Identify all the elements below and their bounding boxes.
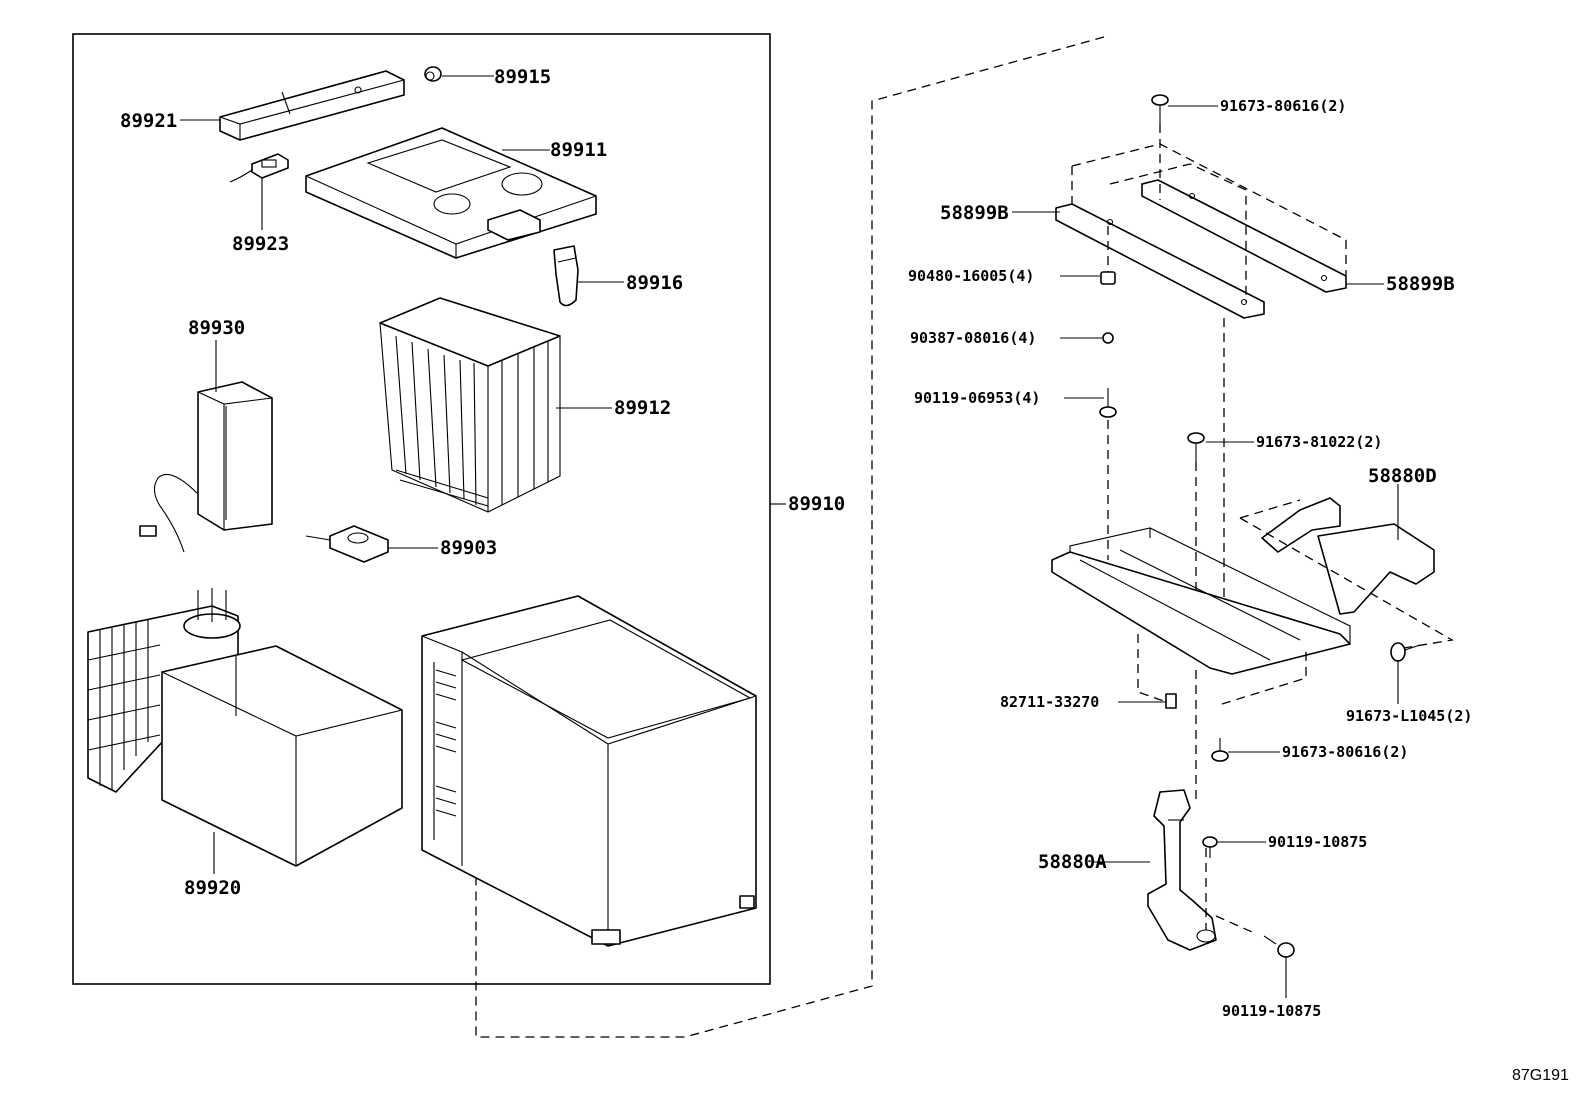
callout-58899b-right: 58899B [1386,273,1455,295]
callout-90119-10875-a: 90119-10875 [1268,833,1367,851]
callout-91673-80616-top: 91673-80616(2) [1220,97,1346,115]
bracket-right-part [1141,179,1347,293]
callout-91673-81022: 91673-81022(2) [1256,433,1382,451]
leg-bolt-part [1202,836,1218,858]
plug-cap-part [424,66,442,82]
control-unit-part [139,381,273,553]
kit-connection-dashed-line [475,36,1105,1038]
callout-58899b-left: 58899B [940,202,1009,224]
callout-82711-33270: 82711-33270 [1000,693,1099,711]
kit-boundary-box [72,33,771,985]
lower-bolt-part [1211,738,1229,762]
callout-90480-16005: 90480-16005(4) [908,267,1034,285]
bracket-outline-dashed-3 [1109,163,1247,302]
callout-90387-08016: 90387-08016(4) [910,329,1036,347]
callout-58880a: 58880A [1038,851,1107,873]
diagram-code: 87G191 [1512,1067,1569,1084]
base-frame-part [1051,497,1435,675]
callout-90119-10875-b: 90119-10875 [1222,1002,1321,1020]
wire-basket-part [379,297,561,513]
thermostat-part [305,525,389,563]
latch-part [553,245,579,307]
switch-part [229,153,289,183]
callout-89912: 89912 [614,397,671,419]
callout-58880d: 58880D [1368,465,1437,487]
bracket-outline-dashed [1071,143,1347,276]
callout-89921: 89921 [120,110,177,132]
callout-89910: 89910 [788,493,845,515]
side-bolt-part [1390,642,1421,662]
callout-90119-06953: 90119-06953(4) [914,389,1040,407]
callout-89911: 89911 [550,139,607,161]
callout-91673-l1045: 91673-L1045(2) [1346,707,1472,725]
washer-part [1102,332,1114,344]
leg-side-dashed [1215,915,1253,933]
base-frame-dashed-outline [1239,499,1301,519]
outer-case-part [421,595,757,947]
leader-lines [180,75,1399,998]
callout-89923: 89923 [232,233,289,255]
callout-91673-80616-bottom: 91673-80616(2) [1282,743,1408,761]
base-frame-dashed-outline-3 [1137,634,1173,705]
bolt-part [1099,388,1117,418]
clip-part [1165,693,1177,709]
leg-side-bolt-part [1263,935,1295,958]
top-bolt-part [1151,94,1169,124]
callout-89920: 89920 [184,877,241,899]
handle-bar-part [219,70,405,141]
callout-89916: 89916 [626,272,683,294]
callout-89903: 89903 [440,537,497,559]
mid-bolt-part [1187,432,1205,462]
lid-part [305,127,597,259]
base-frame-dashed-outline-2 [1239,517,1454,651]
inner-tub-part [161,645,403,867]
callout-89915: 89915 [494,66,551,88]
callout-89930: 89930 [188,317,245,339]
nut-part [1100,271,1116,285]
base-frame-dashed-outline-4 [1221,650,1307,705]
